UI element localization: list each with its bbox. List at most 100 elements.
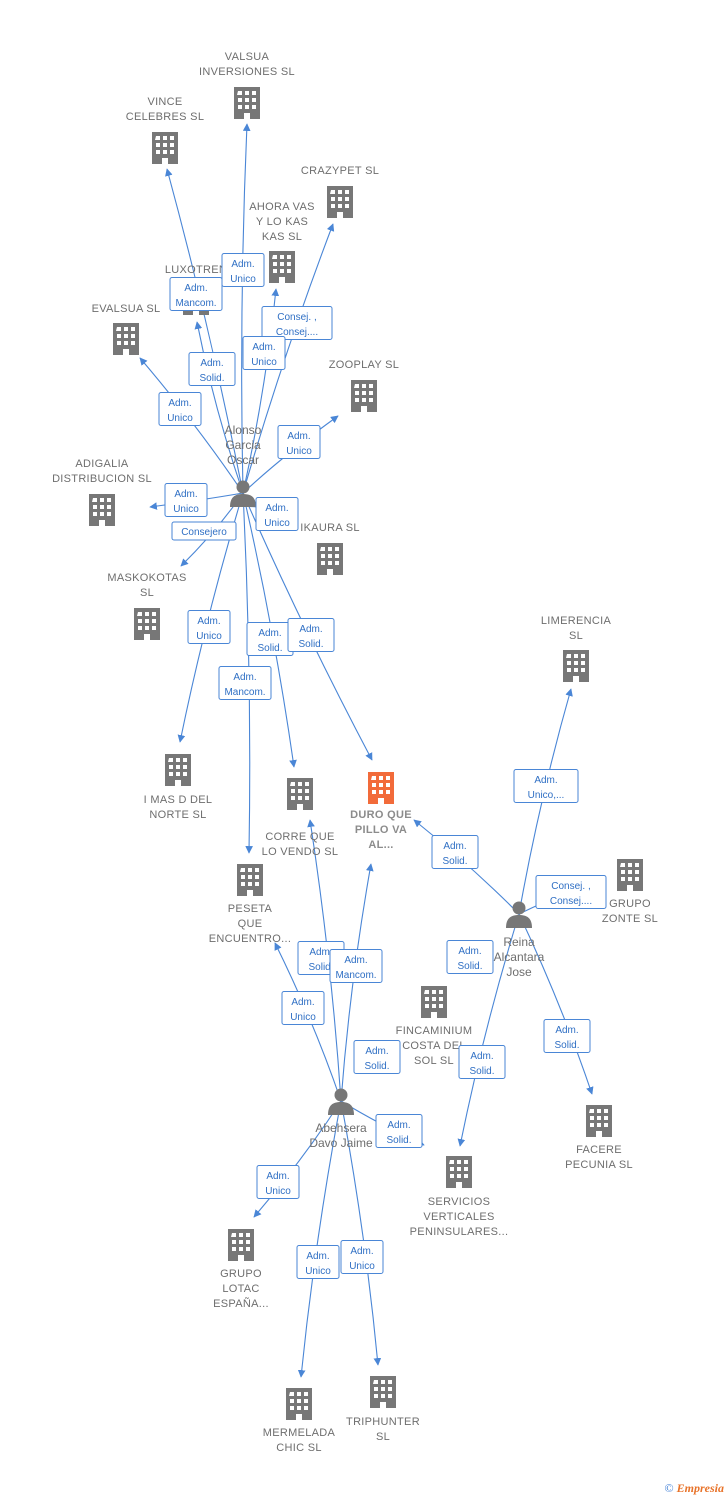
company-label: EVALSUA SL — [92, 303, 161, 315]
role-badge-frame — [340, 1240, 384, 1274]
building-icon — [287, 778, 313, 810]
role-badge-r10[interactable]: Consejero — [171, 521, 237, 541]
role-badge-r6[interactable]: Adm.Unico — [158, 392, 202, 426]
role-badge-r4[interactable]: Adm.Unico — [242, 336, 286, 370]
role-badge-text: Solid. — [308, 962, 333, 973]
role-badge-r28[interactable]: Adm.Unico — [340, 1240, 384, 1274]
building-icon — [234, 87, 260, 119]
building-icon — [351, 380, 377, 412]
role-badge-r24[interactable]: Adm.Solid. — [375, 1114, 423, 1148]
company-node-evalsua[interactable]: EVALSUA SL — [92, 303, 161, 355]
role-badge-text: Solid. — [298, 639, 323, 650]
role-badge-frame — [277, 425, 321, 459]
role-badge-r16[interactable]: Adm. Solid. — [431, 835, 479, 869]
role-badge-frame — [287, 618, 335, 652]
role-badge-text: Adm. — [200, 358, 223, 369]
company-node-peseta[interactable]: PESETAQUEENCUENTRO... — [209, 864, 291, 945]
company-node-servicios[interactable]: SERVICIOSVERTICALESPENINSULARES... — [410, 1156, 509, 1238]
role-badge-text: Solid. — [457, 961, 482, 972]
building-icon — [286, 1388, 312, 1420]
company-label: COSTA DEL — [402, 1040, 466, 1052]
company-node-grupolotac[interactable]: GRUPOLOTACESPAÑA... — [213, 1229, 269, 1310]
role-badge-r3[interactable]: Consej. ,Consej.... — [261, 306, 333, 340]
role-badge-r25[interactable]: Adm.Solid. — [458, 1045, 506, 1079]
role-badge-frame — [188, 352, 236, 386]
role-badge-text: Adm. — [309, 947, 332, 958]
role-badge-text: Adm. — [458, 946, 481, 957]
building-icon — [237, 864, 263, 896]
company-label: CHIC SL — [276, 1442, 322, 1454]
company-label: I MAS D DEL — [144, 794, 213, 806]
edge-alonso-vince — [165, 168, 244, 494]
role-badge-r23[interactable]: Adm.Solid. — [353, 1040, 401, 1074]
role-badge-frame — [171, 521, 237, 541]
company-label: SERVICIOS — [428, 1196, 490, 1208]
role-badge-r26[interactable]: Adm.Unico — [256, 1165, 300, 1199]
role-badge-r17[interactable]: Consej. ,Consej.... — [535, 875, 607, 909]
building-icon — [368, 772, 394, 804]
company-label: PECUNIA SL — [565, 1159, 633, 1171]
role-badge-r11[interactable]: Adm.Unico — [187, 610, 231, 644]
role-badge-text: Adm. — [231, 259, 254, 270]
role-badge-r5[interactable]: Adm.Solid. — [188, 352, 236, 386]
role-badge-r8[interactable]: Adm.Unico — [164, 483, 208, 517]
role-badge-frame — [164, 483, 208, 517]
role-badge-r27[interactable]: Adm.Unico — [296, 1245, 340, 1279]
role-badge-text: Adm. — [443, 841, 466, 852]
company-label: PENINSULARES... — [410, 1226, 509, 1238]
role-badge-r9[interactable]: Adm.Unico — [255, 497, 299, 531]
company-node-zooplay[interactable]: ZOOPLAY SL — [329, 359, 399, 412]
company-node-ikaura[interactable]: IKAURA SL — [300, 522, 360, 575]
role-badge-frame — [158, 392, 202, 426]
company-label: SL — [376, 1431, 390, 1443]
role-badge-text: Adm. — [299, 624, 322, 635]
company-node-luxotren[interactable]: LUXOTREN — [165, 264, 227, 315]
role-badge-r7[interactable]: Adm.Unico — [277, 425, 321, 459]
role-badge-frame — [261, 306, 333, 340]
company-node-crazypet[interactable]: CRAZYPET SL — [301, 165, 379, 218]
company-label: CRAZYPET SL — [301, 165, 379, 177]
role-badge-text: Consejero — [181, 527, 227, 538]
role-badge-text: Adm. — [265, 503, 288, 514]
role-badge-r19[interactable]: Adm. Solid. — [446, 940, 494, 974]
role-badge-r12[interactable]: Adm.Solid. — [246, 622, 294, 656]
building-icon — [269, 251, 295, 283]
role-badge-r21[interactable]: Adm.Mancom. — [329, 949, 383, 983]
role-badge-r1[interactable]: Adm.Unico — [221, 253, 265, 287]
role-badge-text: Solid. — [442, 856, 467, 867]
company-label: SOL SL — [414, 1055, 454, 1067]
role-badge-r22[interactable]: Adm.Unico — [281, 991, 325, 1025]
role-badge-text: Adm. — [287, 431, 310, 442]
role-badge-r15[interactable]: Adm.Unico,... — [513, 769, 579, 803]
edge-abehsera-triphunter — [340, 1100, 382, 1366]
role-badge-text: Adm. — [470, 1051, 493, 1062]
company-label: FACERE — [576, 1144, 622, 1156]
edge-abehsera-mermelada — [297, 1100, 342, 1378]
role-badge-r2[interactable]: Adm.Mancom. — [169, 277, 223, 311]
role-badge-r13[interactable]: Adm. Solid. — [287, 618, 335, 652]
company-node-facere[interactable]: FACERE PECUNIA SL — [565, 1105, 633, 1171]
role-badge-r18[interactable]: Adm.Solid. — [543, 1019, 591, 1053]
company-label: GRUPO — [220, 1268, 262, 1280]
role-badge-r14[interactable]: Adm.Mancom. — [218, 666, 272, 700]
building-icon — [421, 986, 447, 1018]
person-label: Alonso — [225, 423, 262, 437]
role-badge-frame — [353, 1040, 401, 1074]
company-label: SL — [569, 630, 583, 642]
